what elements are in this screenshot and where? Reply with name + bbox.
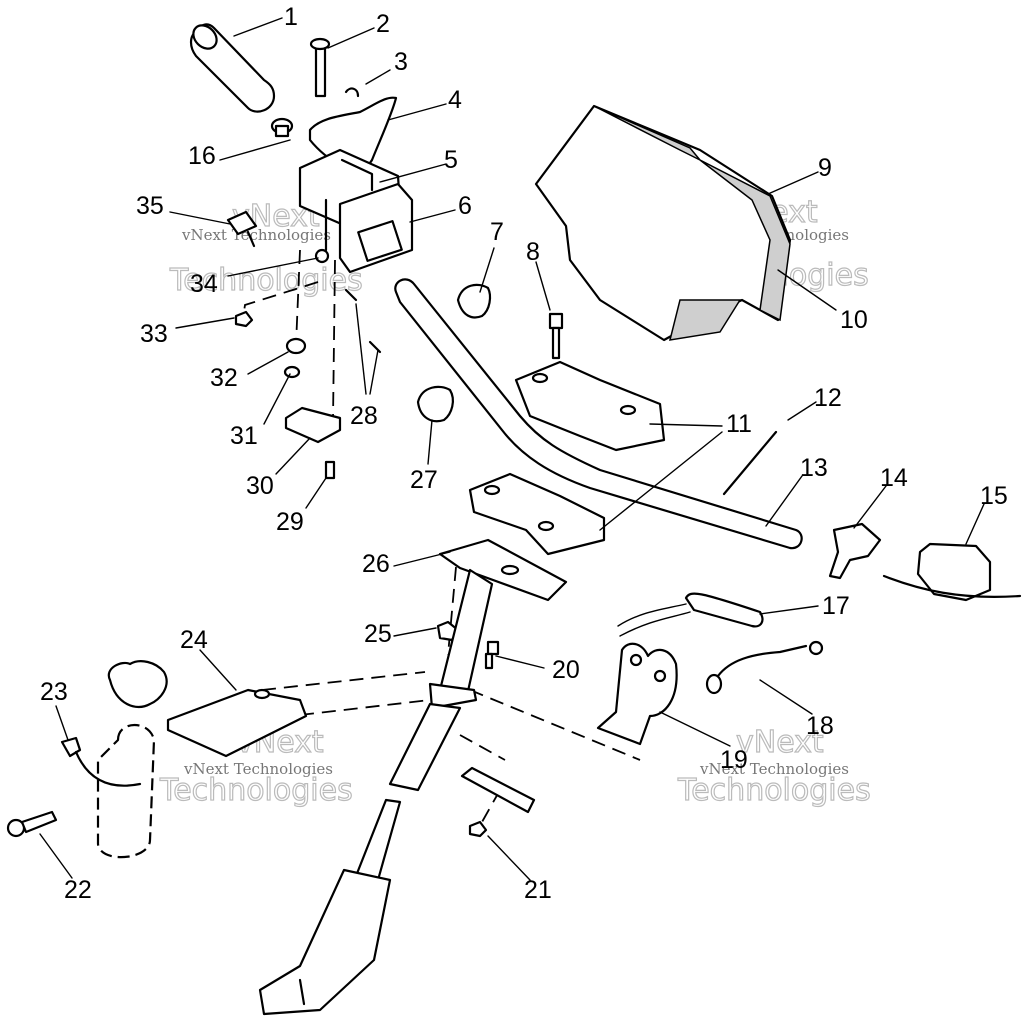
callout-30: 30 (246, 472, 274, 500)
callout-34: 34 (190, 270, 218, 298)
part-21-sleeve (460, 766, 536, 838)
part-12-tie (722, 430, 778, 496)
part-11-clamp-lower (468, 472, 606, 556)
watermark-text: vNext Technologies (183, 760, 333, 778)
callout-10: 10 (840, 306, 868, 334)
part-3-clip (344, 87, 360, 98)
callout-2: 2 (376, 10, 390, 38)
leader-lines (39, 17, 985, 881)
callout-14: 14 (880, 464, 908, 492)
part-20-screw (484, 640, 500, 670)
watermark-text: vNext (736, 725, 824, 760)
callout-27: 27 (410, 466, 438, 494)
part-8-bolt (548, 312, 564, 360)
callout-26: 26 (362, 550, 390, 578)
part-27-grommet (416, 385, 454, 423)
watermark-text: Technologies (159, 773, 353, 808)
callout-11: 11 (726, 410, 752, 438)
callout-4: 4 (448, 86, 462, 114)
part-31-washer (283, 365, 301, 379)
callout-25: 25 (364, 620, 392, 648)
part-5-housing (298, 148, 414, 274)
callout-23: 23 (40, 678, 68, 706)
part-35-screw (226, 210, 258, 248)
callout-31: 31 (230, 422, 258, 450)
callout-6: 6 (458, 192, 472, 220)
part-30-plate (284, 406, 342, 444)
part-33-nut (234, 310, 254, 328)
callout-1: 1 (284, 3, 298, 31)
callout-13: 13 (800, 454, 828, 482)
part-16-knob (270, 117, 294, 138)
callout-12: 12 (814, 384, 842, 412)
part-18-connector (705, 640, 824, 695)
callout-21: 21 (524, 876, 552, 904)
part-11-clamp-upper (514, 360, 666, 452)
part-15-control (882, 542, 1022, 602)
part-17-coil (617, 592, 764, 637)
steering-column (258, 568, 494, 1016)
part-28-screws (344, 288, 382, 354)
part-19-bracket (596, 642, 678, 746)
callout-7: 7 (490, 218, 504, 246)
callout-5: 5 (444, 146, 458, 174)
callout-33: 33 (140, 320, 168, 348)
part-13-handlebar (394, 278, 803, 550)
callout-15: 15 (980, 482, 1008, 510)
part-9-shield (534, 104, 792, 342)
callout-labels: 1 2 3 4 5 6 7 8 9 10 11 12 13 14 15 16 1… (40, 3, 1008, 904)
part-32-washer (285, 337, 307, 355)
callout-28: 28 (350, 402, 378, 430)
part-26-plate (438, 538, 568, 602)
callout-20: 20 (552, 656, 580, 684)
callout-16: 16 (188, 142, 216, 170)
callout-19: 19 (720, 746, 748, 774)
part-22-bolt (6, 810, 58, 838)
part-14-switch (828, 522, 882, 580)
callout-22: 22 (64, 876, 92, 904)
part-24-bracket (166, 688, 308, 758)
watermark-text: Technologies (677, 773, 871, 808)
part-2-pin (309, 37, 331, 98)
callout-8: 8 (526, 238, 540, 266)
part-34-nut (314, 248, 330, 264)
callout-29: 29 (276, 508, 304, 536)
part-1-grip (189, 23, 276, 113)
part-23-canister (60, 660, 168, 859)
part-29-screw (324, 460, 336, 480)
callout-9: 9 (818, 154, 832, 182)
callout-17: 17 (822, 592, 850, 620)
callout-24: 24 (180, 626, 208, 654)
watermark-text: vNext Technologies (699, 760, 849, 778)
callout-3: 3 (394, 48, 408, 76)
watermark-text: vNext Technologies (181, 226, 331, 244)
callout-18: 18 (806, 712, 834, 740)
part-7-grommet (456, 283, 492, 319)
callout-35: 35 (136, 192, 164, 220)
callout-32: 32 (210, 364, 238, 392)
